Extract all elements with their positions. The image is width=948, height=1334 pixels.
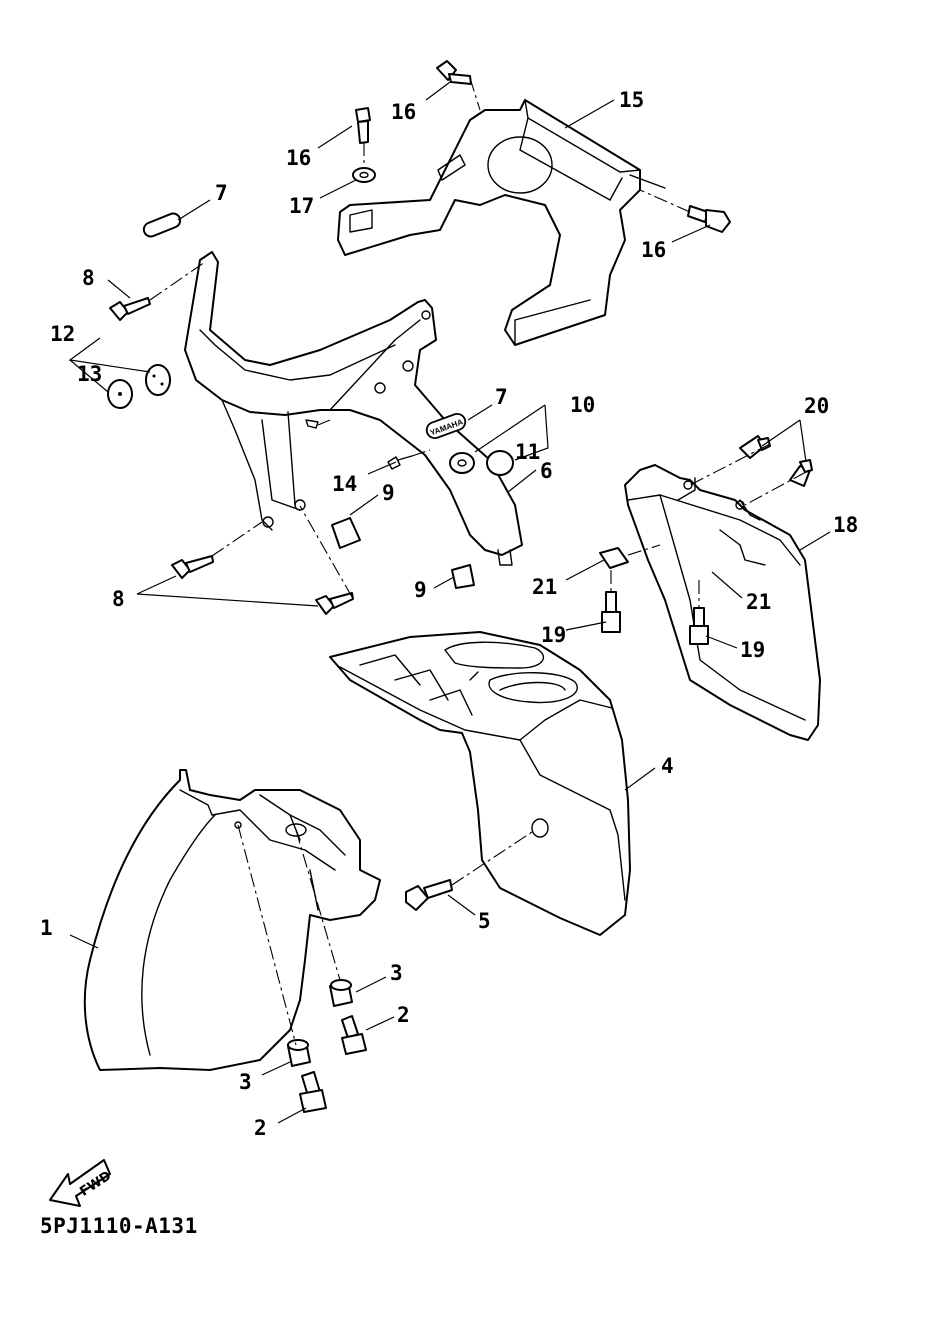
callout-16-mid: 16 (286, 146, 311, 170)
part-2-bolt-a (341, 1015, 367, 1055)
part-19-screw-b (689, 607, 709, 645)
callout-2-lower: 2 (254, 1116, 267, 1140)
callout-14: 14 (332, 472, 357, 496)
part-1-front-fender (83, 769, 381, 1071)
callout-20: 20 (804, 394, 829, 418)
callout-15: 15 (619, 88, 644, 112)
part-20-screw-b (789, 459, 813, 487)
part-8-screw-lower-a (171, 555, 214, 579)
part-3-grommet-a (329, 979, 353, 1007)
callout-16-right: 16 (641, 238, 666, 262)
callout-17: 17 (289, 194, 314, 218)
callout-6: 6 (540, 459, 553, 483)
callout-3-lower: 3 (239, 1070, 252, 1094)
callout-21-right: 21 (746, 590, 771, 614)
part-6-inner-cover (184, 251, 523, 566)
part-8-screw-upper (109, 297, 151, 321)
part-14-screw (387, 455, 413, 470)
part-14-screw-2 (305, 419, 319, 429)
callout-4: 4 (661, 754, 674, 778)
callout-9-upper: 9 (382, 481, 395, 505)
part-5-bolt (405, 879, 453, 911)
part-19-screw-a (601, 591, 621, 633)
part-16-bolt-top (436, 60, 472, 85)
part-12-13-caps (107, 364, 171, 409)
part-16-bolt-right (687, 205, 731, 233)
callout-7-upper: 7 (215, 181, 228, 205)
callout-8-lower: 8 (112, 587, 125, 611)
callout-7-lower: 7 (495, 385, 508, 409)
part-20-screw-a (739, 435, 771, 459)
callout-labels: 1 2 2 3 3 4 5 6 7 7 8 8 9 9 10 11 12 13 … (40, 88, 858, 1140)
callout-8-upper: 8 (82, 266, 95, 290)
drawing-code: 5PJ1110-A131 (40, 1214, 198, 1238)
assembly-lines (149, 77, 807, 1046)
callout-16-top: 16 (391, 100, 416, 124)
callout-9-lower: 9 (414, 578, 427, 602)
callout-5: 5 (478, 909, 491, 933)
part-9-clips (331, 517, 475, 589)
callout-21-left: 21 (532, 575, 557, 599)
callout-13: 13 (77, 362, 102, 386)
part-15-upper-bracket (337, 99, 666, 346)
callout-3-upper: 3 (390, 961, 403, 985)
part-2-bolt-b (299, 1071, 327, 1113)
callout-10: 10 (570, 393, 595, 417)
callout-19-right: 19 (740, 638, 765, 662)
callout-2-upper: 2 (397, 1003, 410, 1027)
part-17-washer (352, 167, 376, 183)
part-16-bolt-mid (355, 107, 371, 144)
callout-18: 18 (833, 513, 858, 537)
part-18-side-cover (624, 464, 821, 741)
part-3-grommet-b (287, 1039, 311, 1067)
part-8-screw-lower-b (315, 592, 354, 615)
callout-19-left: 19 (541, 623, 566, 647)
part-10-11-grommets (449, 450, 514, 476)
fwd-arrow-icon: FWD (49, 1159, 114, 1207)
part-4-inner-fender (329, 631, 631, 936)
leader-lines (68, 81, 831, 1124)
part-7-plate (142, 212, 182, 238)
callout-12: 12 (50, 322, 75, 346)
callout-1: 1 (40, 916, 53, 940)
callout-11: 11 (515, 440, 540, 464)
